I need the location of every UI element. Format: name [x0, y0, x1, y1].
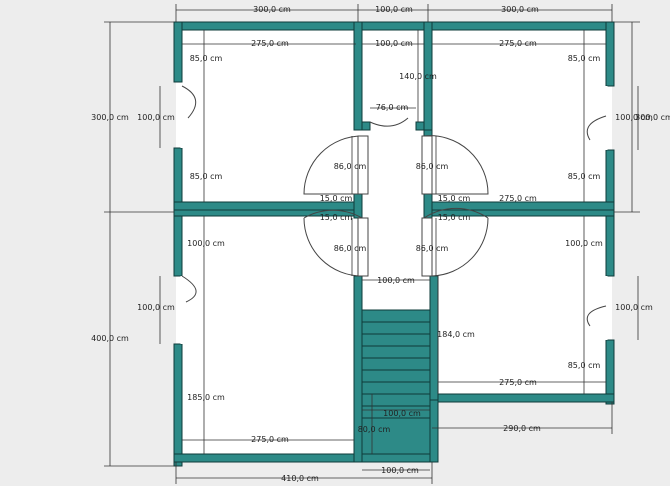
- dim-room1-door: 100,0 cm: [137, 113, 175, 122]
- dim-hall-width-top: 100,0 cm: [375, 39, 413, 48]
- doors[interactable]: [180, 85, 608, 344]
- dim-room3-lower: 185,0 cm: [187, 393, 225, 402]
- dim-top-center: 100,0 cm: [375, 5, 413, 14]
- wall-left-lower[interactable]: [173, 343, 183, 467]
- dim-hall-width-bottom: 100,0 cm: [377, 276, 415, 285]
- dim-stair-bottom: 80,0 cm: [358, 425, 391, 434]
- door-room3[interactable]: [180, 275, 197, 344]
- wall-right-upper[interactable]: [605, 21, 615, 87]
- dim-room4-upper: 100,0 cm: [565, 239, 603, 248]
- dim-room1-upper: 85,0 cm: [190, 54, 223, 63]
- dim-room1-width: 275,0 cm: [251, 39, 289, 48]
- door-room4[interactable]: [586, 276, 608, 340]
- door-hall-se[interactable]: [421, 207, 489, 277]
- dim-room2-door: 100,0 cm: [615, 113, 653, 122]
- dim-door-sw: 86,0 cm: [334, 244, 367, 253]
- dimension-lines: [104, 4, 640, 484]
- dim-room4-lower: 85,0 cm: [568, 361, 601, 370]
- wall-stub-right[interactable]: [415, 121, 425, 131]
- door-hall-ne[interactable]: [421, 135, 489, 195]
- wall-mid-left[interactable]: [173, 201, 363, 211]
- dim-hall-depth: 140,0 cm: [399, 72, 437, 81]
- dim-wall-ne: 15,0 cm: [438, 194, 471, 203]
- dim-room2-upper: 85,0 cm: [568, 54, 601, 63]
- dim-door-se: 86,0 cm: [416, 244, 449, 253]
- dim-room3-door: 100,0 cm: [137, 303, 175, 312]
- dim-stair-width: 100,0 cm: [383, 409, 421, 418]
- door-hall-top[interactable]: [369, 117, 409, 127]
- wall-left-upper[interactable]: [173, 21, 183, 83]
- dim-door-nw: 86,0 cm: [334, 162, 367, 171]
- dim-bottom-stair: 100,0 cm: [381, 466, 419, 475]
- dim-right-bottom: 290,0 cm: [503, 424, 541, 433]
- dim-room1-lower: 85,0 cm: [190, 172, 223, 181]
- wall-stub-left[interactable]: [361, 121, 371, 131]
- staircase[interactable]: [361, 309, 431, 455]
- dim-left-height-upper: 300,0 cm: [91, 113, 129, 122]
- dim-room3-width: 275,0 cm: [251, 435, 289, 444]
- dim-top-left: 300,0 cm: [253, 5, 291, 14]
- door-room2[interactable]: [586, 86, 608, 150]
- dim-stair-side: 184,0 cm: [437, 330, 475, 339]
- dim-room2-lower: 85,0 cm: [568, 172, 601, 181]
- dim-bottom-total: 410,0 cm: [281, 474, 319, 483]
- dim-hall-opening: 76,0 cm: [376, 103, 409, 112]
- wall-bottom-left[interactable]: [173, 453, 439, 463]
- door-room1[interactable]: [180, 85, 197, 148]
- wall-bottom-right[interactable]: [429, 393, 615, 403]
- dim-wall-nw: 15,0 cm: [320, 194, 353, 203]
- dim-room4-door: 100,0 cm: [615, 303, 653, 312]
- dim-right-height-upper: 300,0 cm: [635, 113, 670, 122]
- floor: [176, 24, 612, 460]
- dim-room2-bottom: 275,0 cm: [499, 194, 537, 203]
- wall-top[interactable]: [173, 21, 615, 31]
- dim-left-height-lower: 400,0 cm: [91, 334, 129, 343]
- door-hall-nw[interactable]: [303, 135, 369, 195]
- dim-room4-width: 275,0 cm: [499, 378, 537, 387]
- dim-wall-se: 15,0 cm: [438, 213, 471, 222]
- wall-hall-left-top[interactable]: [353, 21, 363, 131]
- dim-door-ne: 86,0 cm: [416, 162, 449, 171]
- wall-stair-left[interactable]: [353, 275, 363, 463]
- dim-top-right: 300,0 cm: [501, 5, 539, 14]
- dim-wall-sw: 15,0 cm: [320, 213, 353, 222]
- wall-hall-right-bottom[interactable]: [423, 129, 433, 137]
- wall-right-lower[interactable]: [605, 339, 615, 405]
- dimension-labels: 300,0 cm 100,0 cm 300,0 cm 275,0 cm 100,…: [91, 5, 670, 483]
- dim-room3-upper: 100,0 cm: [187, 239, 225, 248]
- dim-room2-width: 275,0 cm: [499, 39, 537, 48]
- door-hall-sw[interactable]: [303, 209, 369, 277]
